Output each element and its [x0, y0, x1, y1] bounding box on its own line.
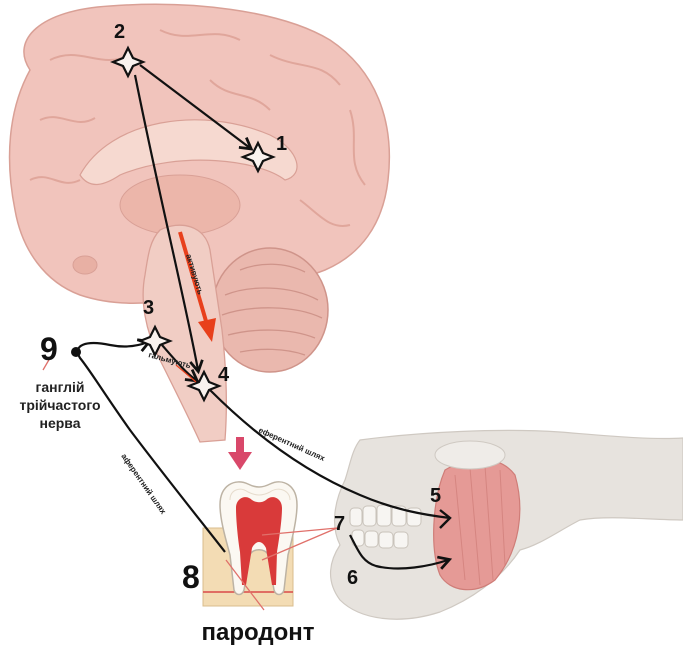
masseter-muscle	[434, 459, 520, 589]
label-4: 4	[218, 364, 230, 386]
ganglion-line-3: нерва	[39, 415, 80, 431]
afferent-label: аферентний шлях	[119, 452, 168, 516]
label-2: 2	[114, 21, 125, 43]
down-arrow	[228, 437, 252, 470]
label-5: 5	[430, 485, 441, 507]
tooth-illustration	[203, 482, 297, 606]
periodont-label: пародонт	[202, 619, 315, 646]
skull-illustration	[331, 430, 683, 619]
label-3: 3	[143, 297, 154, 319]
label-8: 8	[182, 559, 200, 595]
ganglion-line-1: ганглій	[36, 379, 85, 395]
ganglion-line-2: трійчастого	[19, 397, 100, 413]
label-6: 6	[347, 567, 358, 589]
label-7: 7	[334, 513, 345, 535]
brain-illustration	[10, 4, 390, 442]
label-9: 9	[40, 331, 58, 367]
cerebellum	[212, 248, 328, 372]
ganglion-label: ганглій трійчастого нерва	[19, 379, 100, 431]
label-1: 1	[276, 133, 287, 155]
ganglion-node	[71, 347, 81, 357]
